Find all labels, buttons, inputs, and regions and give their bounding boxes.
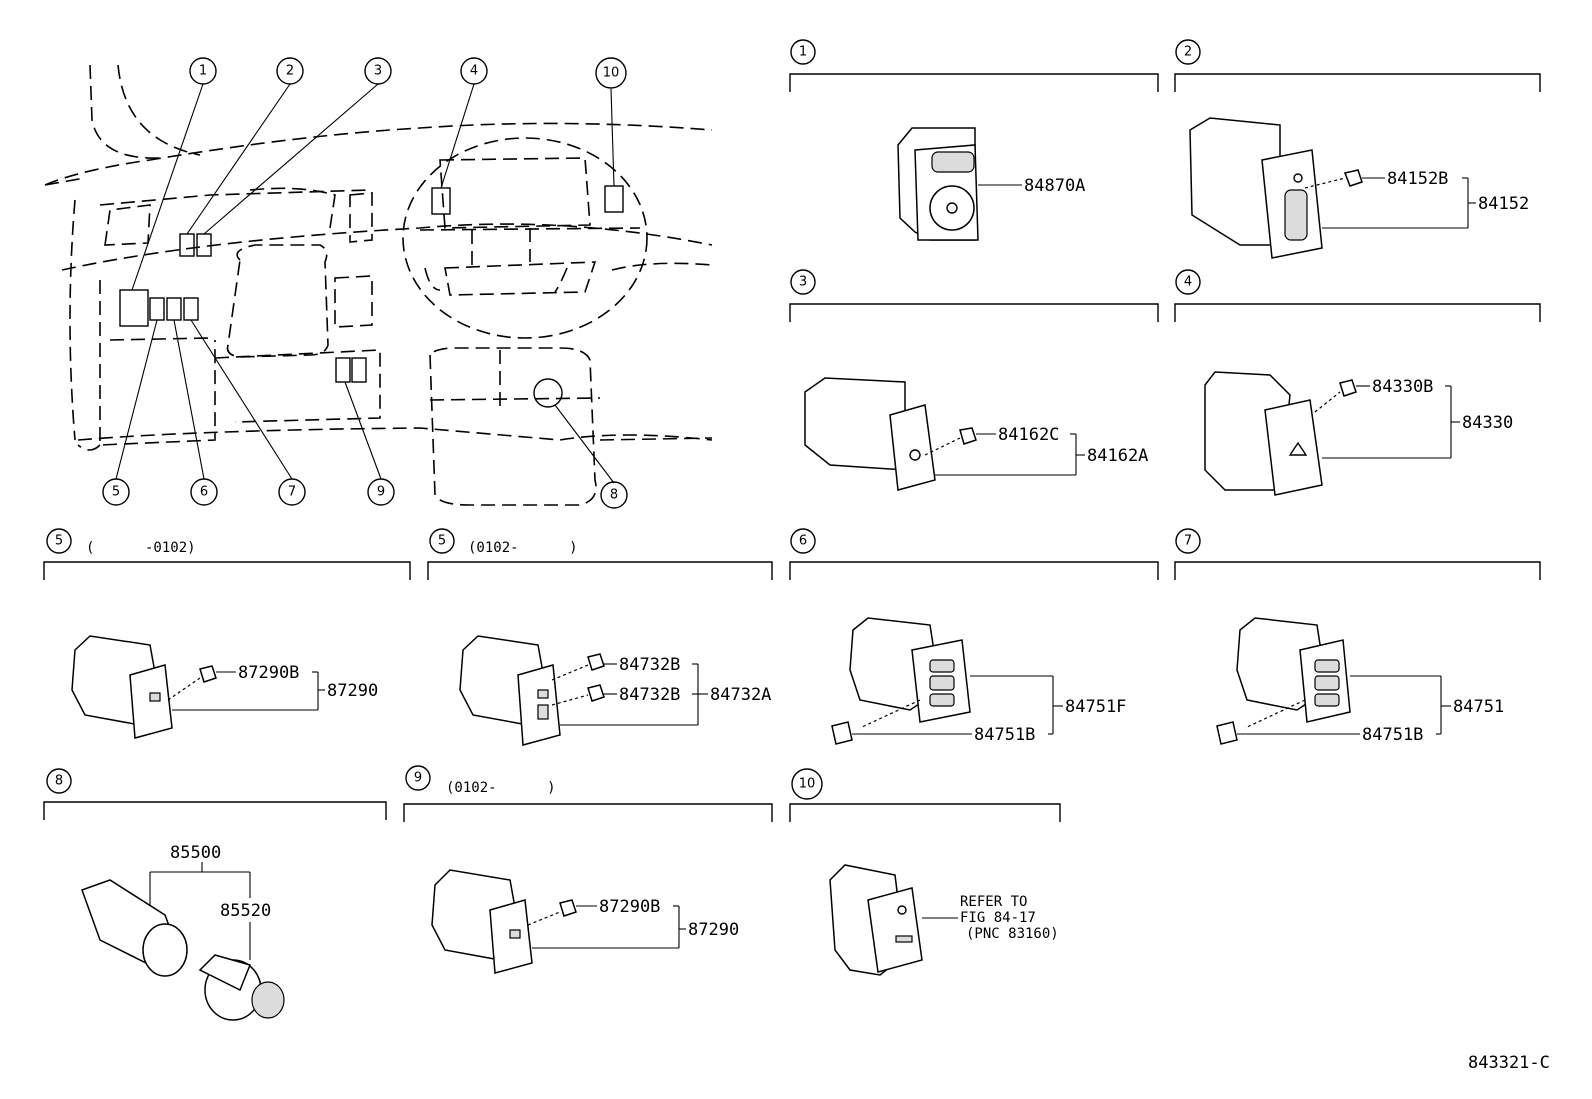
switch-part-87290	[71, 635, 173, 739]
section-1: 1 84870A	[789, 39, 1159, 241]
svg-text:1: 1	[199, 64, 207, 79]
svg-text:9: 9	[414, 771, 422, 786]
svg-text:3: 3	[799, 275, 807, 290]
svg-text:6: 6	[200, 485, 208, 500]
part-label-84732B-upper: 84732B	[619, 655, 680, 675]
part-label-84732A: 84732A	[710, 685, 771, 705]
section-9: 9 (0102- ) 87290B 87290	[403, 765, 773, 974]
section-4: 4 84330B 84330	[1174, 269, 1541, 496]
seat-heater-switch-part-7	[1236, 617, 1351, 723]
part-label-84751: 84751	[1453, 697, 1504, 717]
switch-part-84732A	[459, 635, 561, 746]
mirror-switch-part	[897, 127, 979, 241]
part-label-84152: 84152	[1478, 194, 1529, 214]
refer-to-line-1: REFER TO	[960, 894, 1027, 910]
seat-heater-switch-part	[849, 617, 971, 723]
part-label-84330: 84330	[1462, 413, 1513, 433]
section-2: 2 84152B 84152	[1174, 39, 1541, 259]
svg-text:5: 5	[438, 534, 446, 549]
svg-text:8: 8	[55, 774, 63, 789]
overview-callout-2: 2	[276, 57, 304, 85]
svg-text:4: 4	[1184, 275, 1192, 290]
svg-text:2: 2	[286, 64, 294, 79]
part-label-84751B-6: 84751B	[974, 725, 1035, 745]
part-label-84152B: 84152B	[1387, 169, 1448, 189]
svg-text:5: 5	[55, 534, 63, 549]
svg-text:9: 9	[377, 485, 385, 500]
part-label-84162C: 84162C	[998, 425, 1059, 445]
overview-callout-3: 3	[364, 57, 392, 85]
part-label-87290-9: 87290	[688, 920, 739, 940]
switch-part-10	[829, 864, 923, 976]
svg-text:5: 5	[112, 485, 120, 500]
section-10: 10 REFER TO FIG 84-17 (PNC 83160)	[789, 768, 1061, 976]
svg-text:7: 7	[288, 485, 296, 500]
overview-callout-9: 9	[367, 478, 395, 506]
svg-text:1: 1	[799, 45, 807, 60]
part-label-85500: 85500	[170, 843, 221, 863]
overview-callout-5: 5	[102, 478, 130, 506]
section-5a-date-range: ( -0102)	[86, 540, 196, 556]
switch-part-87290-9	[431, 869, 533, 974]
part-label-84751F: 84751F	[1065, 697, 1126, 717]
section-7: 7 84751B 84751	[1174, 528, 1541, 745]
section-9-date-range: (0102- )	[446, 780, 556, 796]
section-5b: 5 (0102- ) 84732B 84732B 84732A	[427, 528, 773, 746]
part-label-84330B: 84330B	[1372, 377, 1433, 397]
refer-to-line-2: FIG 84-17	[960, 910, 1036, 926]
svg-text:4: 4	[470, 64, 478, 79]
section-3: 3 84162C 84162A	[789, 269, 1159, 491]
section-5a: 5 ( -0102) 87290B 87290	[43, 528, 411, 739]
overview-callout-6: 6	[190, 478, 218, 506]
part-label-87290B-9: 87290B	[599, 897, 660, 917]
cigarette-lighter-part	[81, 879, 285, 1021]
overview-callout-10: 10	[595, 57, 627, 89]
svg-text:2: 2	[1184, 45, 1192, 60]
svg-text:10: 10	[799, 777, 816, 792]
overview-callout-4: 4	[460, 57, 488, 85]
part-label-85520: 85520	[220, 901, 271, 921]
part-label-84870A: 84870A	[1024, 176, 1085, 196]
part-label-84732B-lower: 84732B	[619, 685, 680, 705]
part-label-84162A: 84162A	[1087, 446, 1148, 466]
svg-text:8: 8	[610, 488, 618, 503]
part-label-87290: 87290	[327, 681, 378, 701]
refer-to-line-3: (PNC 83160)	[966, 926, 1059, 942]
dashboard-overview: 1 2 3 4 10 5 6 7 9 8	[44, 57, 713, 509]
section-6: 6 84751B 84751F	[789, 528, 1159, 745]
dimmer-switch-part	[1189, 117, 1323, 259]
overview-callout-1: 1	[189, 57, 217, 85]
section-5b-date-range: (0102- )	[468, 540, 578, 556]
section-8: 8 85500 85520	[43, 768, 387, 1021]
fog-switch-part	[804, 377, 936, 491]
part-label-87290B: 87290B	[238, 663, 299, 683]
svg-text:6: 6	[799, 534, 807, 549]
part-label-84751B-7: 84751B	[1362, 725, 1423, 745]
figure-code: 843321-C	[1468, 1053, 1550, 1073]
svg-text:7: 7	[1184, 534, 1192, 549]
hazard-switch-part	[1204, 371, 1323, 496]
overview-callout-8: 8	[600, 481, 628, 509]
overview-callout-7: 7	[278, 478, 306, 506]
svg-text:3: 3	[374, 64, 382, 79]
svg-text:10: 10	[603, 66, 620, 81]
